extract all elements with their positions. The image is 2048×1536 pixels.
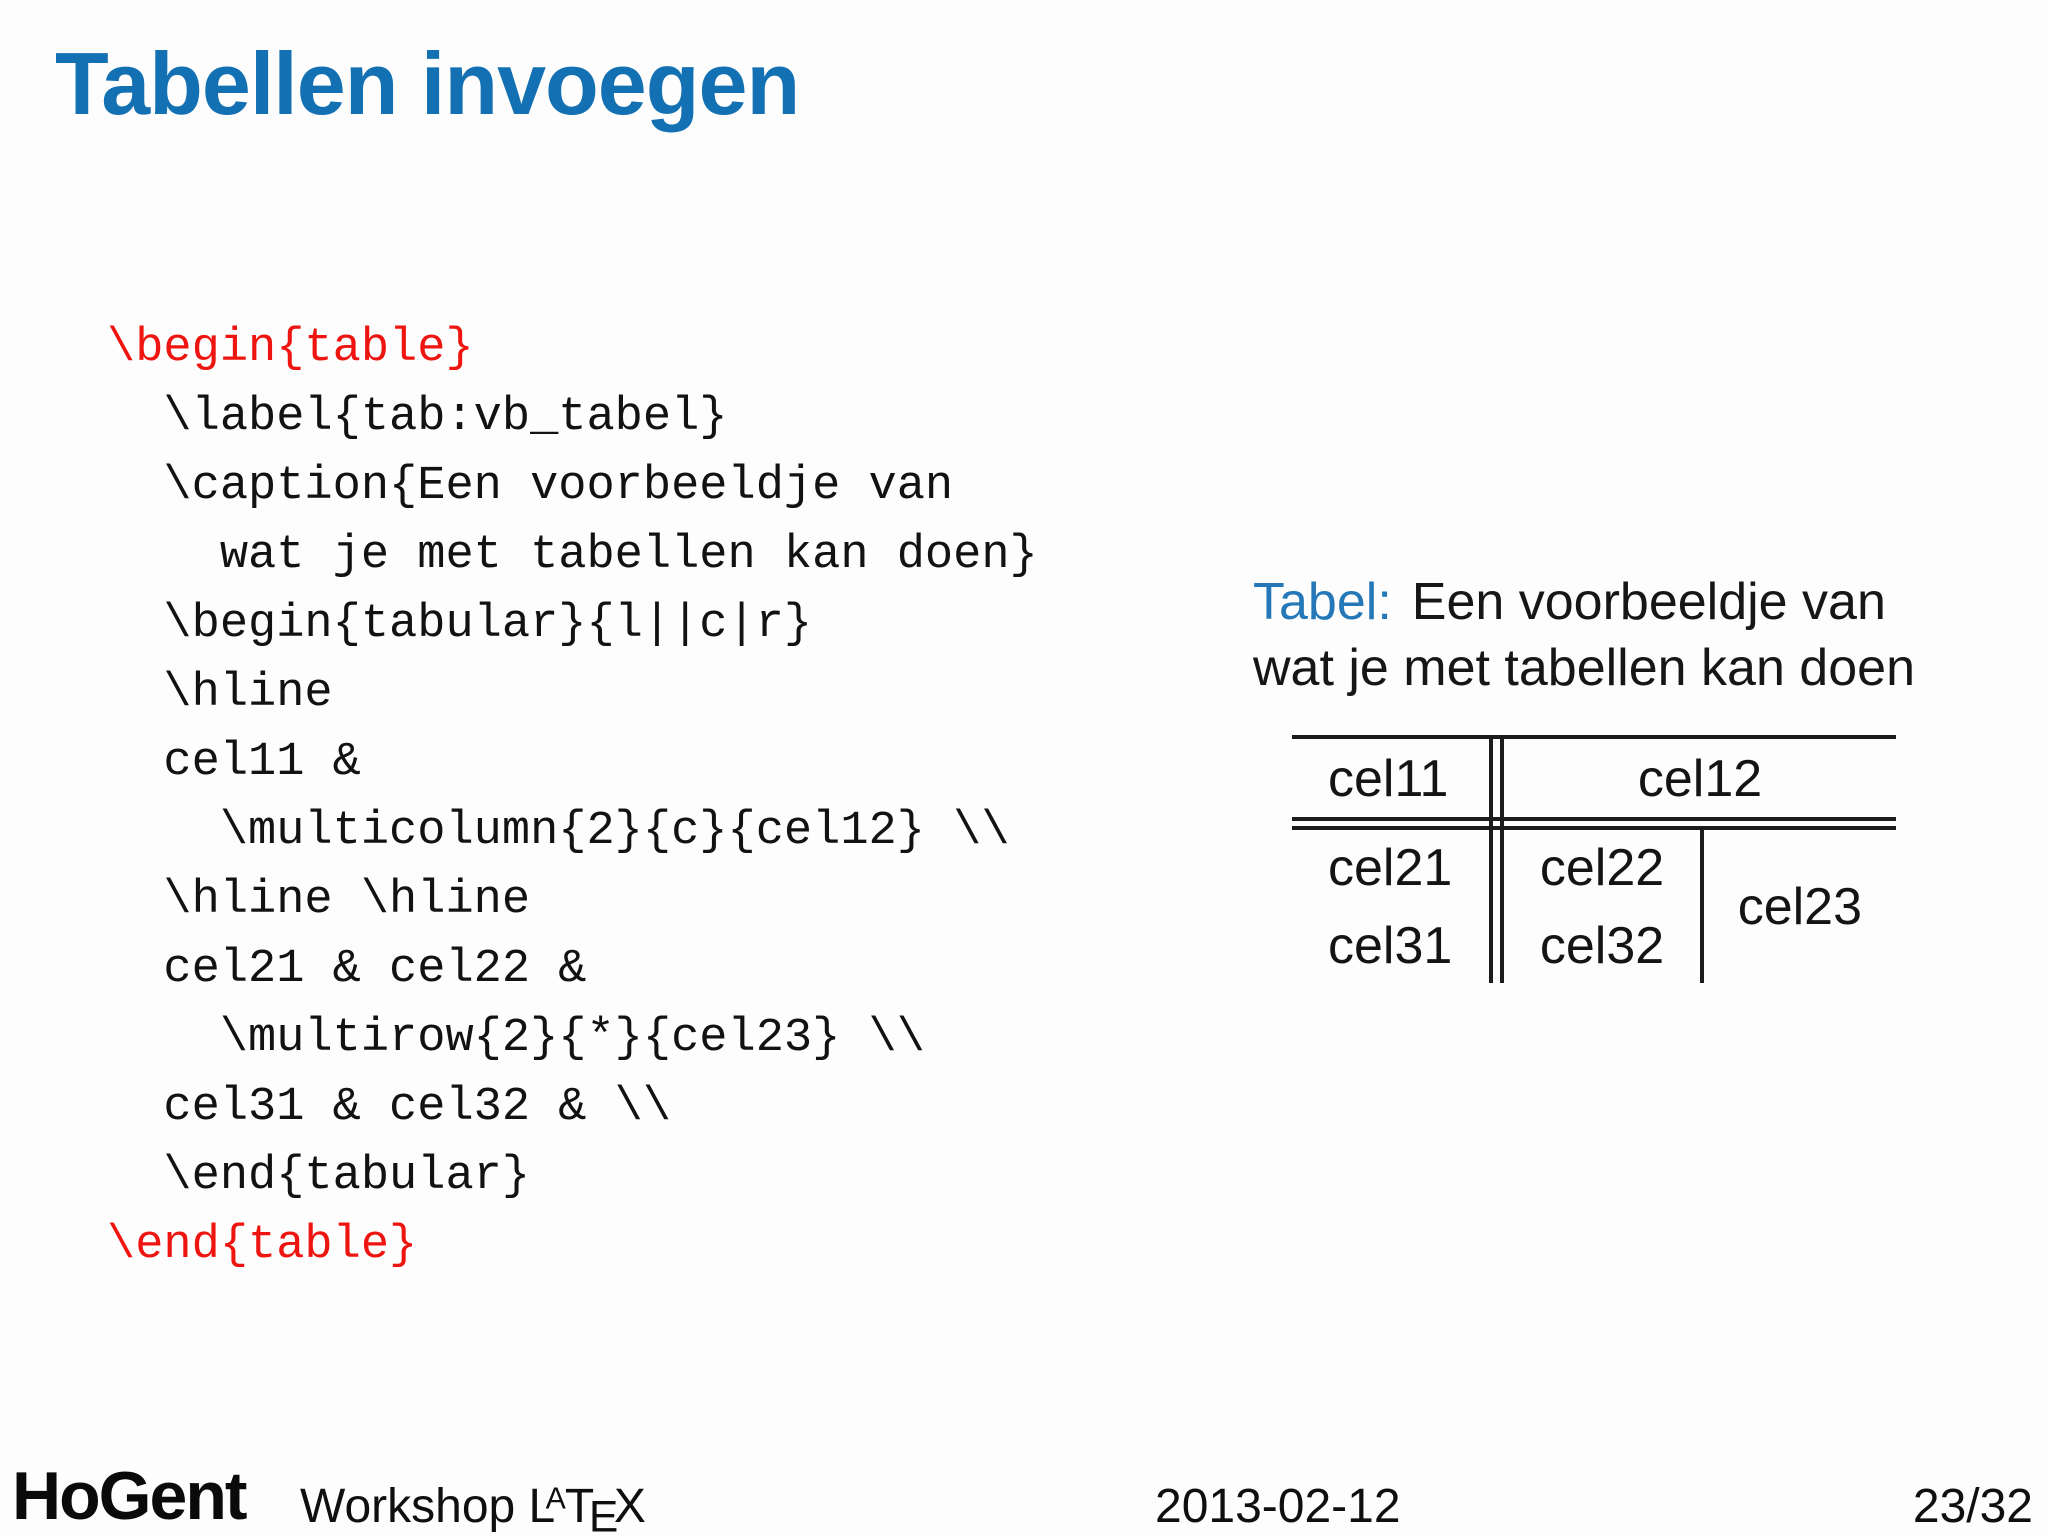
table-cell-cel23: cel23 xyxy=(1737,878,1862,936)
caption-label: Tabel: xyxy=(1253,573,1392,631)
latex-logo: LATEX xyxy=(528,1480,646,1536)
table-top-rule xyxy=(1292,735,1896,739)
table-cell-cel31: cel31 xyxy=(1328,917,1453,975)
table-double-rule-upper xyxy=(1292,817,1896,821)
latex-code-block: \begin{table} \label{tab:vb_tabel} \capt… xyxy=(107,314,1038,1280)
table-cell-cel32: cel32 xyxy=(1539,917,1665,975)
code-line: \end{table} xyxy=(107,1219,418,1272)
table-cell-cel12: cel12 xyxy=(1637,750,1763,808)
footer-date: 2013-02-12 xyxy=(1155,1480,1401,1533)
table-caption-line1: Tabel: Een voorbeeldje van xyxy=(1253,569,1915,635)
code-line: \caption{Een voorbeeldje van xyxy=(107,460,954,513)
code-line: \hline \hline xyxy=(107,874,531,927)
hogent-logo: HoGent xyxy=(12,1458,248,1534)
table-cell-cel21: cel21 xyxy=(1328,839,1453,897)
code-line: \hline xyxy=(107,667,333,720)
table-cell-cel22: cel22 xyxy=(1539,839,1665,897)
latex-logo-t: T xyxy=(564,1480,595,1533)
table-single-vrule xyxy=(1700,826,1704,983)
code-line: cel31 & cel32 & \\ xyxy=(107,1081,672,1134)
code-line: wat je met tabellen kan doen} xyxy=(107,529,1038,582)
table-double-rule-lower xyxy=(1292,826,1896,830)
code-line: \multirow{2}{*}{cel23} \\ xyxy=(107,1012,925,1065)
code-line: cel21 & cel22 & xyxy=(107,943,587,996)
footer-page-number: 23/32 xyxy=(1912,1480,2033,1533)
code-line: \label{tab:vb_tabel} xyxy=(107,391,728,444)
table-double-vrule-left xyxy=(1489,735,1493,983)
code-line: \begin{table} xyxy=(107,322,474,375)
latex-logo-a: A xyxy=(545,1482,566,1516)
code-line: \multicolumn{2}{c}{cel12} \\ xyxy=(107,805,1010,858)
code-line: \end{tabular} xyxy=(107,1150,531,1203)
table-caption: Tabel: Een voorbeeldje van wat je met tab… xyxy=(1253,569,1915,701)
latex-logo-e: E xyxy=(588,1492,619,1536)
latex-logo-x: X xyxy=(613,1480,646,1533)
course-prefix: Workshop xyxy=(300,1480,516,1533)
page-title: Tabellen invoegen xyxy=(55,34,800,133)
code-line: cel11 & xyxy=(107,736,361,789)
code-line: \begin{tabular}{l||c|r} xyxy=(107,598,813,651)
table-cell-cel11: cel11 xyxy=(1328,750,1449,808)
footer-course-label: Workshop LATEX xyxy=(300,1480,646,1536)
latex-logo-l: L xyxy=(528,1480,556,1533)
caption-text: Een voorbeeldje van xyxy=(1411,573,1886,631)
table-caption-line2: wat je met tabellen kan doen xyxy=(1253,639,1915,697)
table-double-vrule-right xyxy=(1500,735,1504,983)
